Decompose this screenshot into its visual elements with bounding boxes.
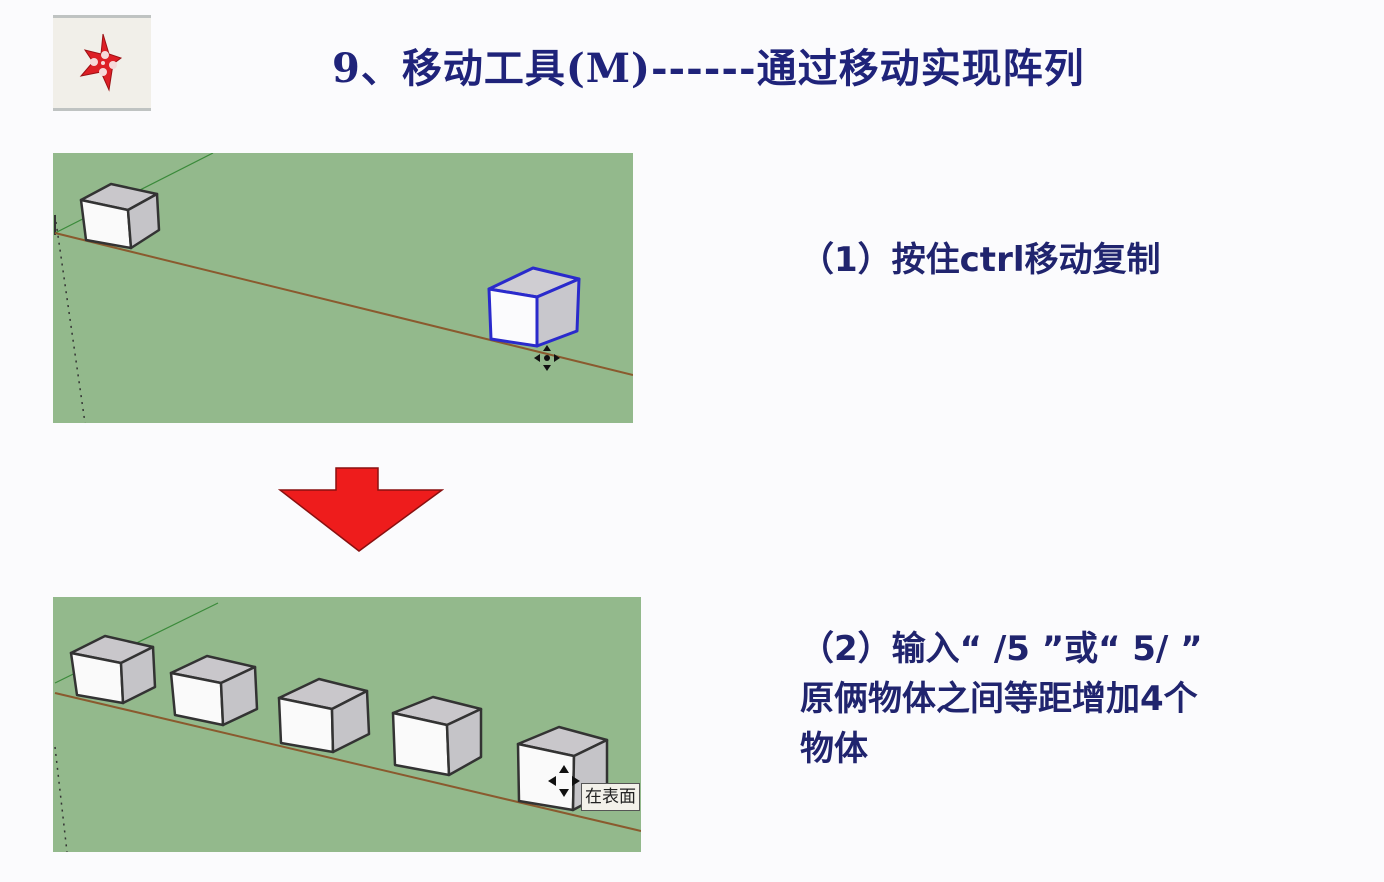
- sketchup-viewport-step2: 在表面: [53, 597, 641, 852]
- sketchup-viewport-step1: [53, 153, 633, 423]
- slide-title: 9、移动工具(M)------通过移动实现阵列: [332, 45, 1085, 92]
- move-cursor-icon: [534, 345, 560, 371]
- array-boxes: [69, 634, 609, 812]
- down-arrow-icon: [277, 465, 445, 559]
- step2-line2: 原俩物体之间等距增加4个: [800, 679, 1198, 719]
- inference-tooltip: 在表面: [581, 783, 640, 811]
- step1-instruction: （1）按住ctrl移动复制: [800, 240, 1161, 280]
- step2-line1: （2）输入“ /5 ”或“ 5/ ”: [800, 629, 1203, 669]
- copied-box-selected: [487, 266, 581, 348]
- move-tool-icon: [53, 15, 151, 111]
- step2-line3: 物体: [800, 729, 868, 769]
- step2-instruction: （2）输入“ /5 ”或“ 5/ ” 原俩物体之间等距增加4个 物体: [800, 624, 1203, 774]
- move-cursor-icon: [548, 765, 580, 797]
- original-box: [79, 182, 161, 250]
